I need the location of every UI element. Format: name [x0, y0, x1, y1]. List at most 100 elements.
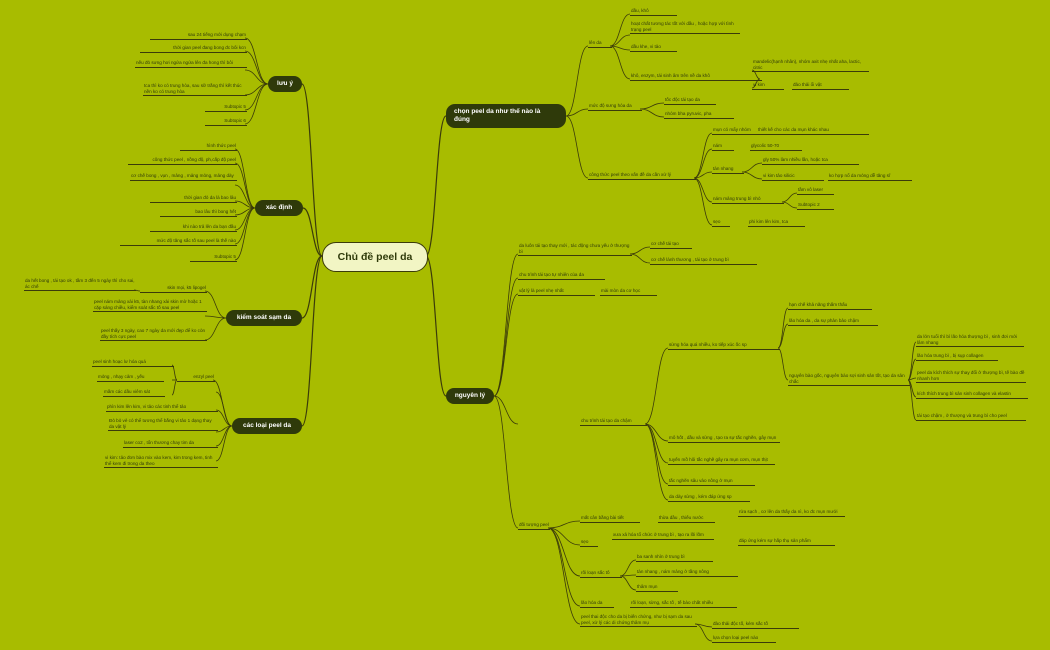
chon-item[interactable]: đảo thải ổi vật — [792, 82, 849, 90]
cac-loai-item[interactable]: laser co2 , tổn thương chay tim da — [123, 440, 218, 448]
luu-y-item[interactable]: sau 24 tiếng mới dụng chạm — [150, 32, 247, 40]
nguyen-ly-sub[interactable]: chu trình tái tạo da chậm — [580, 418, 647, 426]
chon-item[interactable]: mụn có mẩy nhóm — [712, 127, 764, 135]
nguyen-ly-sub[interactable]: vật lý là peel nhẹ nhất — [518, 288, 595, 296]
chon-item[interactable]: vi kim — [752, 82, 784, 90]
nguyen-ly-item[interactable]: rối loạn sắc tố — [580, 570, 622, 578]
topic-kiem-soat-sam-da[interactable]: kiểm soát sạm da — [226, 310, 302, 326]
chon-item[interactable]: tầm vô laser — [797, 187, 834, 195]
xac-dinh-item[interactable]: hình thức peel — [180, 143, 237, 151]
chon-item[interactable]: vi kim tảo silicic — [762, 173, 824, 181]
chon-item[interactable]: nám mảng trung bì nhỏ — [712, 196, 784, 204]
nguyen-ly-item[interactable]: peel thai độc cho da bị biến chứng, như … — [580, 614, 697, 628]
xac-dinh-item[interactable]: thời gian đỏ da là bao lâu — [150, 195, 237, 203]
nguyen-ly-item[interactable]: cơ chế lành thương , tái tạo ở trung bì — [650, 257, 757, 265]
chon-item[interactable]: sẹo — [712, 219, 730, 227]
nguyen-ly-item[interactable]: xưa xả hóa tổ chức ở trung bì , tạo ra l… — [612, 532, 714, 540]
nguyen-ly-item[interactable]: cơ chế tái tạo — [650, 241, 692, 249]
cac-loai-item[interactable]: mỏng , nhạy cảm , yếu — [97, 374, 164, 382]
xac-dinh-item[interactable]: cơ chế bong , vụn , mảng , mảng mỏng, mả… — [130, 173, 237, 181]
nguyen-ly-item[interactable]: thừa dầu , thiếu nước — [658, 515, 715, 523]
nguyen-ly-item[interactable]: kích thích trung bì sản sinh collagen và… — [916, 391, 1028, 399]
chon-item[interactable]: Subtopic 2 — [797, 202, 834, 210]
nguyen-ly-item[interactable]: sừng hóa quá nhiều, ko tiếp xúc ốc sp — [668, 342, 780, 350]
topic-nguyen-ly[interactable]: nguyên lý — [446, 388, 494, 404]
chon-item[interactable]: tốc độc tái tạo da — [664, 97, 716, 105]
topic-xac-dinh[interactable]: xác định — [255, 200, 303, 216]
chon-item[interactable]: tàn nhang — [712, 166, 744, 174]
xac-dinh-item[interactable]: công thức peel , nồng độ, ph,cấp độ peel — [128, 157, 237, 165]
kiem-soat-item[interactable]: peel nám mảng xài k5, tàn nhang xài skin… — [93, 299, 207, 313]
nguyen-ly-sub[interactable]: da luôn tái tạo thay mới , tác động chưa… — [518, 243, 632, 257]
chon-item[interactable]: mandelic(hạnh nhân), nhóm axit nhẹ nhất … — [752, 59, 869, 73]
cac-loai-item[interactable]: peel sinh hoạc lư hóa quá — [92, 359, 174, 367]
xac-dinh-item[interactable]: khi nào trả lên da bạn đầu — [150, 224, 237, 232]
chon-sub[interactable]: lên da — [588, 40, 612, 48]
luu-y-item[interactable]: Subtopic 5 — [205, 104, 247, 112]
nguyen-ly-item[interactable]: tái tạo chậm , ở thượng và trung bì cho … — [916, 413, 1026, 421]
nguyen-ly-item[interactable]: lão hóa da — [580, 600, 614, 608]
nguyen-ly-item[interactable]: đào thải độc tố, kém sắc tố — [712, 621, 799, 629]
xac-dinh-item[interactable]: mức độ tăng sắc tố sau peel là thế nào — [120, 238, 237, 246]
nguyen-ly-item[interactable]: tàn nhang , nám mảng ở tầng nông — [636, 569, 738, 577]
nguyen-ly-item[interactable]: rửa sạch , cơ lên da thấy da nì, ko đc m… — [738, 509, 845, 517]
chon-item[interactable]: glycolic 50-70 — [750, 143, 802, 151]
nguyen-ly-sub[interactable]: đối tượng peel — [518, 522, 550, 530]
connector — [693, 148, 713, 179]
nguyen-ly-item[interactable]: tắc nghẽn sâu vào nông ở mụn — [668, 478, 755, 486]
chon-item[interactable]: nhóm bha pyruvic, pha — [664, 111, 734, 119]
chon-item[interactable]: khô, enzym, tái sinh âm trên nề da khô — [630, 73, 762, 81]
nguyen-ly-item[interactable]: sẹo — [580, 539, 598, 547]
topic-chon-peel-da[interactable]: chọn peel da như thế nào là đúng — [446, 104, 566, 128]
nguyen-ly-item[interactable]: mô hốt , dầu và sừng , tạo ra sự tắc ngh… — [668, 435, 780, 443]
nguyen-ly-item[interactable]: hạn chế khả năng thấm thấu — [788, 302, 872, 310]
connector — [777, 347, 789, 381]
connector — [547, 520, 581, 529]
luu-y-item[interactable]: thời gian peel đang bong đc bôi kcn — [140, 45, 247, 53]
nguyen-ly-item[interactable]: nguyên bào gốc, nguyên bào sợi sinh sản … — [788, 373, 910, 387]
nguyen-ly-item[interactable]: da lớn tuổi thì bì lão hóa thượng bì , s… — [916, 334, 1024, 348]
chon-sub[interactable]: mức độ sưng hóa da — [588, 103, 642, 111]
cac-loai-item[interactable]: Đỏ bỏ vẻ có thể tương thể bằng vi tảo 1 … — [108, 418, 218, 432]
nguyen-ly-item[interactable]: peel da kích thích sự thay đổi ở thượng … — [916, 370, 1026, 384]
topic-cac-loai-peel-da[interactable]: các loại peel da — [232, 418, 302, 434]
cac-loai-item[interactable]: vi kim: tảo đơn bào mix vào kem, kim tro… — [104, 455, 218, 469]
chon-item[interactable]: dầu, khô — [630, 8, 677, 16]
nguyen-ly-item[interactable]: đáp ứng kém sự hấp thụ sản phẩm — [738, 538, 835, 546]
chon-item[interactable]: thiết kế cho các da mụn khác nhau — [757, 127, 869, 135]
nguyen-ly-sub[interactable]: chu trình tái tạo tự nhiên của da — [518, 272, 605, 280]
root-topic[interactable]: Chủ đề peel da — [322, 242, 428, 272]
topic-luu-y[interactable]: lưu ý — [268, 76, 302, 92]
nguyen-ly-item[interactable]: lựa chọn loại peel nào — [712, 635, 776, 643]
kiem-soat-item[interactable]: da hết bong , tái tạo ok , tầm 3 đến 5 n… — [24, 278, 136, 292]
chon-item[interactable]: nám — [712, 143, 734, 151]
connector — [302, 207, 323, 257]
kiem-soat-item[interactable]: peel thấy 3 ngày, cao 7 ngày da mới đẹp … — [100, 328, 207, 342]
chon-item[interactable]: gly 50% làm nhiều lần, hoặc tca — [762, 157, 859, 165]
nguyen-ly-item[interactable]: thâm mụn — [636, 584, 678, 592]
cac-loai-item[interactable]: phìn kim lên kim, vi tảo các tinh thể tả… — [106, 404, 218, 412]
nguyen-ly-item[interactable]: ba sanh nhìn ở trung bì — [636, 554, 713, 562]
chon-item[interactable]: dầu khe, vi tảo — [630, 44, 677, 52]
luu-y-item[interactable]: tca thì ko có trung hòa, sau sữ trắng th… — [143, 83, 247, 97]
cac-loai-item[interactable]: mầm các dầu viêm sát — [103, 389, 165, 397]
connector — [215, 409, 233, 427]
chon-item[interactable]: hoạt chất tương tác tốt với dầu , hoặc h… — [630, 21, 740, 35]
xac-dinh-item[interactable]: bao lâu thì bong hết — [160, 209, 237, 217]
chon-item[interactable]: ko hợp nổ da mỏng dễ tăng sĩ — [828, 173, 912, 181]
kiem-soat-item[interactable]: skin mọi, k5 lipogel — [140, 285, 207, 293]
connector — [609, 13, 631, 47]
nguyen-ly-item[interactable]: tuyến mồ hôi tắc nghẽ gây ra mụn cơm, mụ… — [668, 457, 775, 465]
luu-y-item[interactable]: Subtopic 6 — [205, 118, 247, 126]
nguyen-ly-item[interactable]: da dày sừng , kém đáp ứng sp — [668, 494, 750, 502]
xac-dinh-item[interactable]: Subtopic 5 — [190, 254, 237, 262]
nguyen-ly-item[interactable]: mất cân bằng bài tiết — [580, 515, 640, 523]
nguyen-ly-item[interactable]: rối loạn, sừng, sắc tố , tế bào chất nhi… — [630, 600, 737, 608]
luu-y-item[interactable]: nếu đỏ sưng hơi ngứa ngứa lên đa hong th… — [135, 60, 247, 68]
chon-item[interactable]: phi kim lên kim, tca — [748, 219, 805, 227]
nguyen-ly-item[interactable]: lão hóa trung bì , bị sụp collagen — [916, 353, 998, 361]
chon-sub[interactable]: công thức peel theo vấn đề da cần xử lý — [588, 172, 696, 180]
cac-loai-item[interactable]: enzyl peel — [177, 374, 215, 382]
nguyen-ly-item[interactable]: lão hóa da , da sự phản bảo chậm — [788, 318, 878, 326]
nguyen-ly-item[interactable]: mài mòn da cơ học — [600, 288, 657, 296]
